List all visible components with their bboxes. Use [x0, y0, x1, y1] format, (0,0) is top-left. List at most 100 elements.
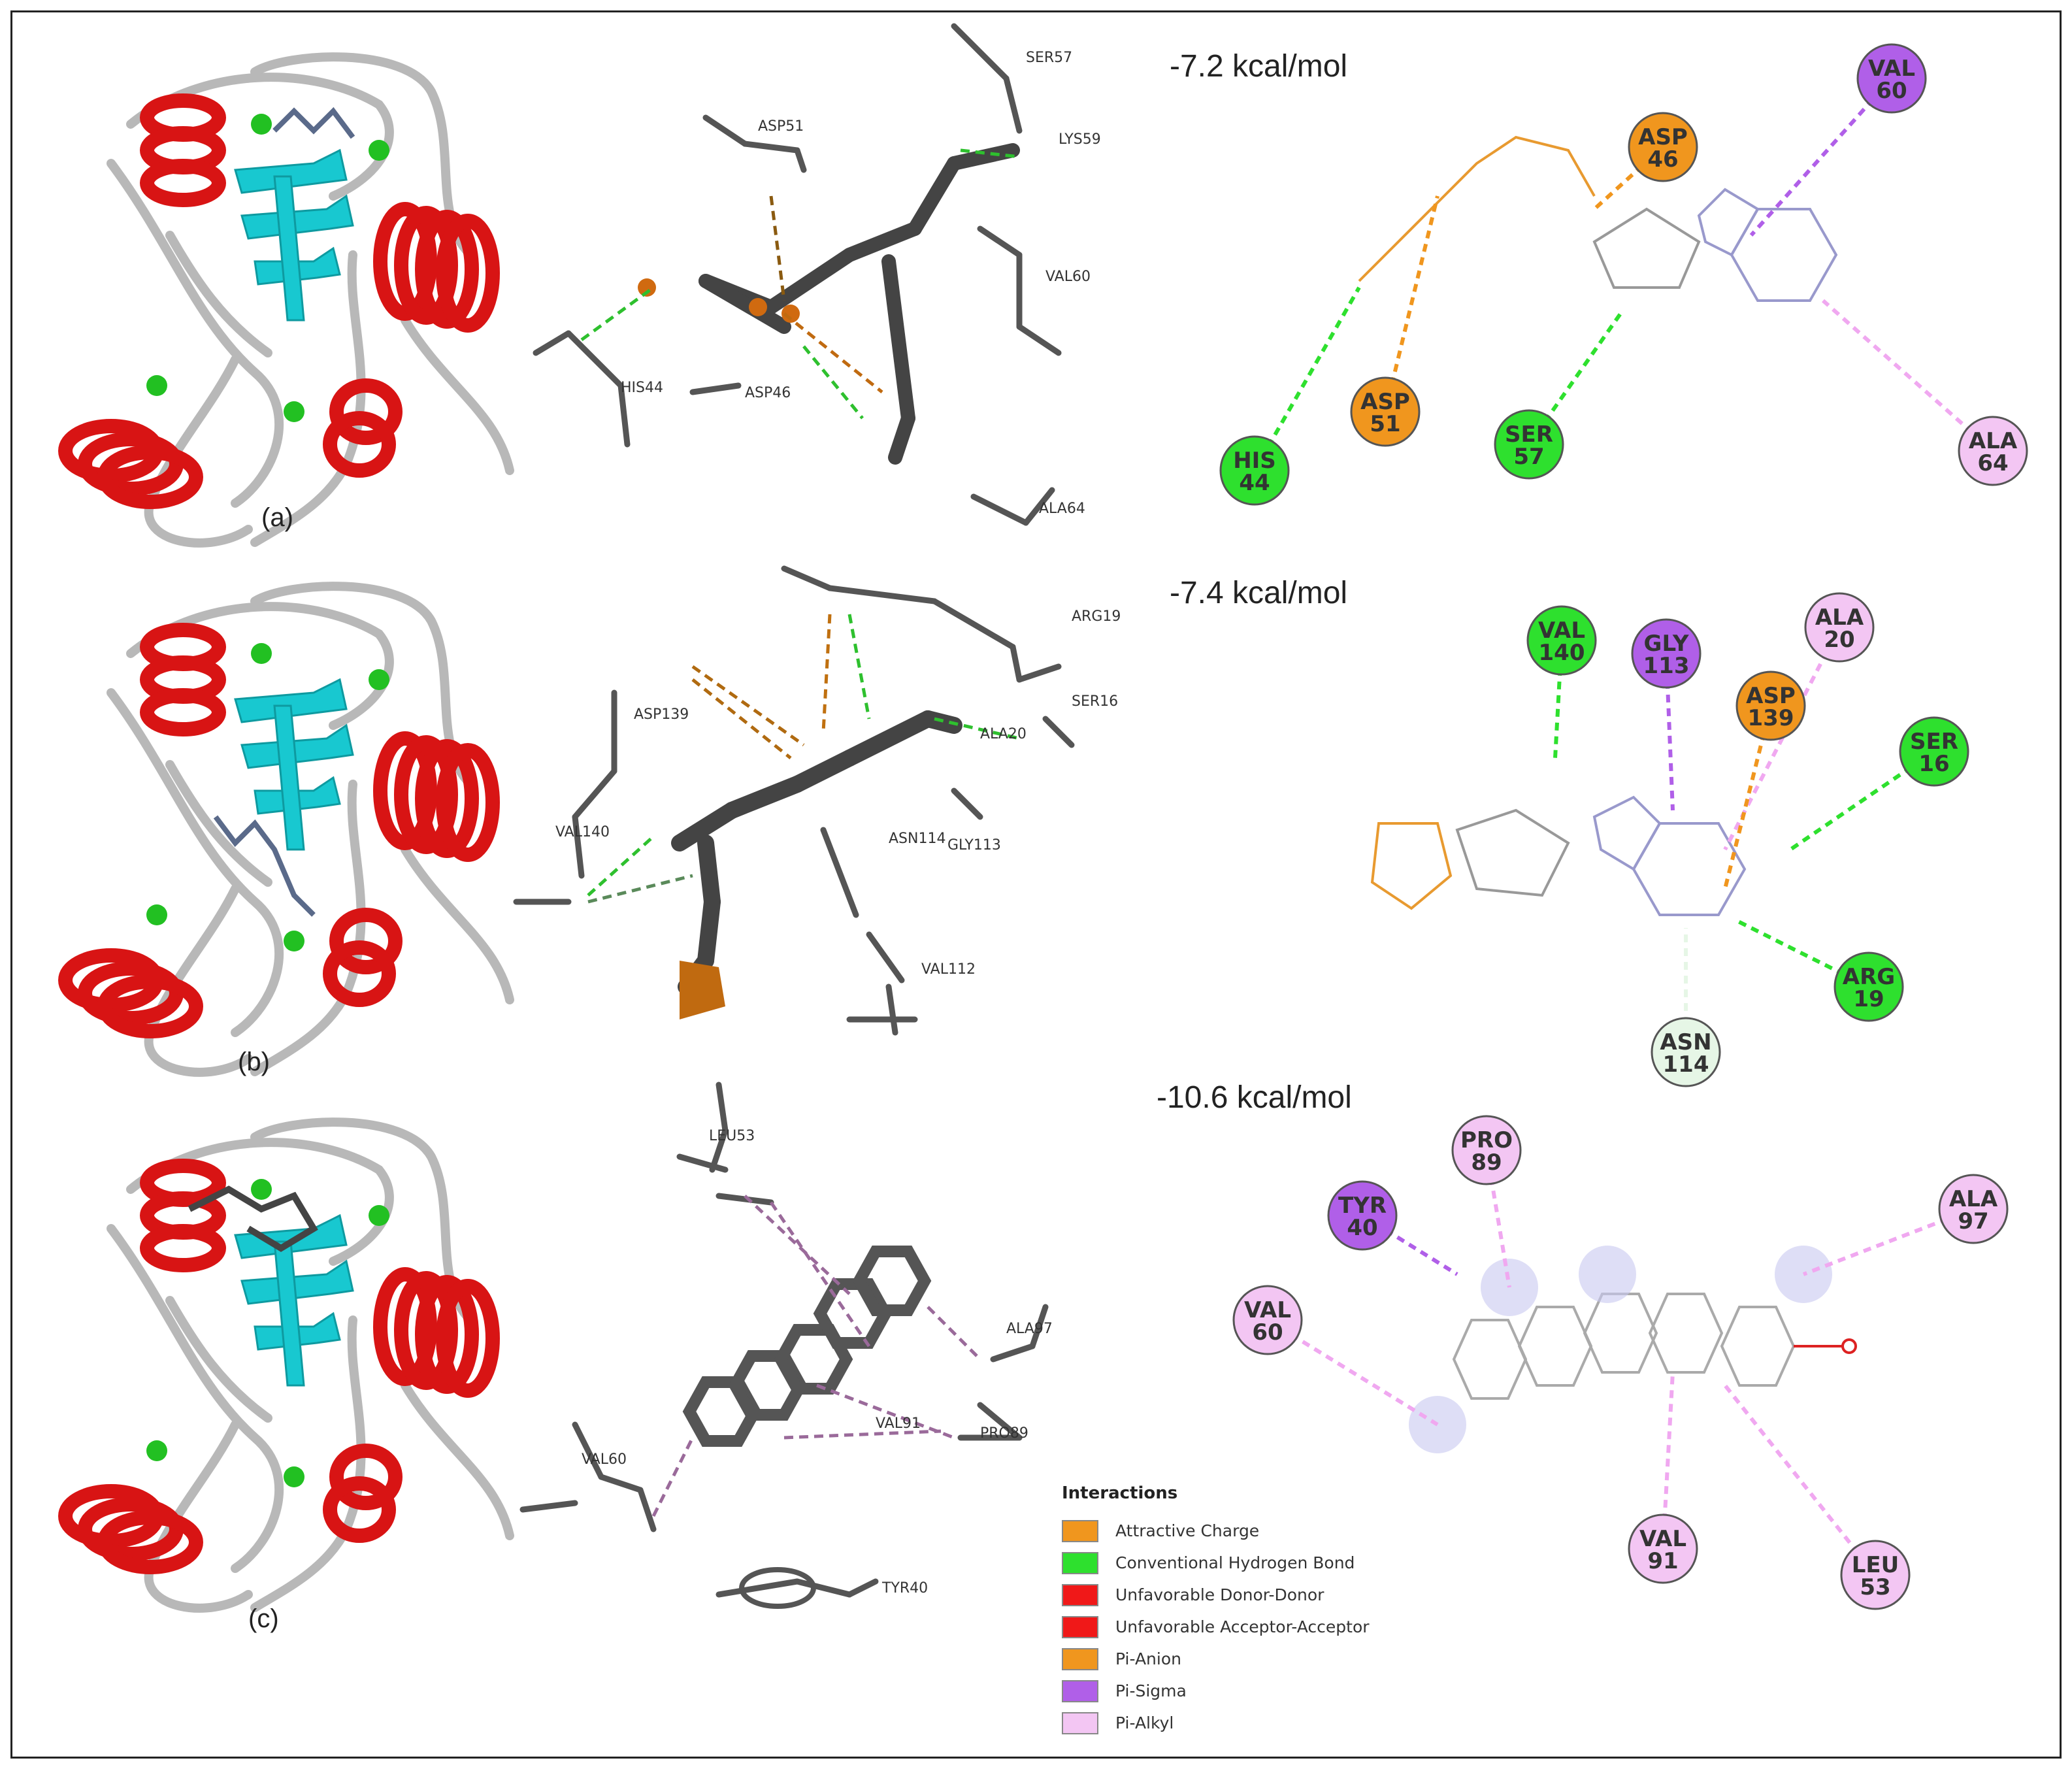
imidazole-ring [1592, 795, 1662, 871]
coil [126, 73, 394, 201]
turn [369, 669, 389, 690]
coil [250, 1315, 366, 1612]
residue-node [1804, 592, 1875, 663]
helix-turn [394, 1271, 458, 1390]
turn [284, 1466, 304, 1487]
interaction-line [927, 1306, 981, 1361]
turn [251, 643, 272, 664]
ligand-stick [881, 254, 915, 425]
residue-node-number: 57 [1513, 444, 1544, 470]
beta-sheet [234, 678, 348, 723]
residue-node [1735, 670, 1806, 741]
residue-node-name: PRO [1460, 1127, 1513, 1153]
residue-stick [990, 1343, 1036, 1363]
legend-swatch [1062, 1647, 1098, 1670]
residue-label-3d: LYS59 [1059, 131, 1101, 148]
residue-node [1526, 605, 1597, 676]
interaction-line [1253, 286, 1361, 472]
residue-stick [709, 1127, 729, 1173]
interaction-line [1822, 299, 1994, 453]
legend-swatch [1062, 1679, 1098, 1702]
residue-node [1631, 618, 1702, 689]
interaction-line [1737, 919, 1870, 989]
panel-label-a: (a) [261, 503, 293, 532]
residue-node [1327, 1180, 1398, 1251]
turn [251, 114, 272, 135]
residue-node [1840, 1540, 1911, 1610]
residue-node-number: 51 [1370, 411, 1400, 437]
residue-label-3d: PRO89 [980, 1425, 1028, 1442]
residue-node-number: 113 [1643, 653, 1690, 679]
interaction-line [580, 286, 655, 342]
ligand-ring [852, 1246, 932, 1316]
helix-turn [373, 202, 437, 321]
beta-sheet [234, 148, 348, 194]
residue-stick [794, 1578, 853, 1598]
residue-label-3d: ALA97 [1006, 1321, 1053, 1337]
oxygen-atom [1841, 1338, 1857, 1354]
residue-label-3d: LEU53 [709, 1128, 755, 1144]
binding-energy-c: -10.6 kcal/mol [1157, 1080, 1352, 1115]
helix-turn [97, 445, 203, 509]
ligand-ring [1583, 1293, 1658, 1374]
residue-node-number: 19 [1853, 986, 1884, 1012]
coil [107, 159, 284, 508]
legend-item: Unfavorable Donor-Donor [1062, 1579, 1402, 1611]
residue-stick [572, 814, 585, 879]
residue-stick [885, 984, 898, 1036]
turn [251, 1179, 272, 1200]
residue-node-name: SER [1505, 422, 1553, 448]
helix-turn [140, 688, 226, 736]
residue-node-name: TYR [1338, 1193, 1387, 1219]
residue-stick [572, 768, 617, 820]
alkyl-glow [1579, 1246, 1636, 1303]
residue-node-number: 53 [1860, 1574, 1890, 1600]
legend-swatch [1062, 1583, 1098, 1606]
coil [250, 52, 475, 259]
phosphate-group [680, 961, 725, 1019]
coil [250, 250, 366, 547]
helix-turn [323, 411, 396, 478]
residue-node [1219, 435, 1290, 506]
legend-swatch [1062, 1551, 1098, 1574]
helix-turn [323, 940, 396, 1007]
residue-node-number: 46 [1647, 146, 1678, 173]
ligand-ring [1720, 1306, 1796, 1387]
helix-turn [373, 731, 437, 850]
residue-stick [715, 1082, 729, 1134]
helix-turn [97, 974, 203, 1038]
residue-node-name: VAL [1244, 1297, 1291, 1323]
residue-label-3d: VAL60 [1045, 269, 1091, 285]
residue-node-number: 91 [1647, 1548, 1678, 1574]
helix-turn [415, 210, 479, 329]
interaction-line [651, 1436, 695, 1517]
residue-node-number: 40 [1347, 1215, 1377, 1241]
residue-label-3d: ALA20 [980, 726, 1027, 742]
turn [284, 401, 304, 422]
protein-ribbon-a [58, 52, 514, 548]
legend-label: Unfavorable Donor-Donor [1115, 1585, 1324, 1604]
residue-stick [565, 330, 624, 389]
residue-node-number: 20 [1824, 627, 1854, 653]
interaction-line [1749, 76, 1894, 237]
helix-turn [436, 214, 500, 333]
panel-label-c: (c) [248, 1604, 279, 1633]
residue-node [1628, 112, 1698, 182]
residue-stick [598, 1474, 644, 1493]
legend-item: Pi-Alkyl [1062, 1707, 1402, 1739]
ligand-in-pocket-a [272, 107, 355, 139]
helix-turn [329, 378, 403, 445]
residue-stick [715, 1578, 800, 1598]
residue-node [1628, 1513, 1698, 1584]
residue-stick [931, 598, 1016, 650]
residue-label-3d: TYR40 [881, 1580, 928, 1596]
coil [401, 1381, 514, 1540]
coil [165, 231, 272, 357]
ribose-ring [1455, 808, 1570, 897]
helix-turn [140, 1224, 226, 1272]
interaction-line [821, 614, 832, 733]
